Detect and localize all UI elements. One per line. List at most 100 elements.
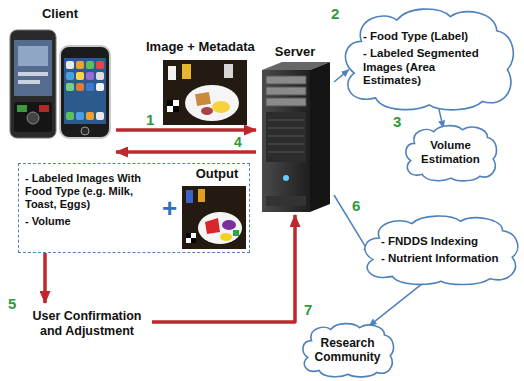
cloud-outline bbox=[360, 214, 522, 286]
segmented-photo-part bbox=[182, 186, 246, 249]
segmented-photo-part bbox=[191, 233, 196, 238]
phone-illustration-part bbox=[18, 80, 40, 84]
text-column: Volume Estimation bbox=[415, 139, 486, 167]
meal-photo-part bbox=[212, 101, 230, 113]
meal-photo-part bbox=[163, 60, 247, 125]
meal-photo-part bbox=[168, 66, 176, 80]
phone-illustration-part bbox=[96, 83, 104, 91]
phone-illustration-part bbox=[66, 61, 74, 69]
text-column: Research Community bbox=[312, 336, 383, 365]
server-illustration-part bbox=[268, 152, 304, 153]
phone-illustration-part bbox=[18, 72, 48, 76]
meal-photo-part bbox=[224, 64, 233, 78]
node-text: - Labeled Segmented Images (Area Estimat… bbox=[363, 47, 495, 88]
meal-photo bbox=[163, 60, 247, 125]
node-text: Server bbox=[258, 44, 332, 60]
meal-photo-part bbox=[182, 64, 191, 79]
plus-sign: + bbox=[162, 195, 177, 221]
callout-number: 3 bbox=[393, 114, 401, 129]
phone-illustration-part bbox=[14, 40, 52, 96]
text-column: Server bbox=[258, 44, 332, 60]
server-illustration-part bbox=[266, 87, 306, 95]
phone-illustration-part bbox=[76, 72, 84, 80]
server-illustration-part bbox=[268, 120, 304, 121]
process-cloud: - FNDDS Indexing - Nutrient Information bbox=[360, 214, 522, 286]
segmented-photo-part bbox=[220, 233, 232, 241]
phone-illustration-part bbox=[60, 46, 110, 138]
phone-illustration-part bbox=[39, 105, 49, 112]
text-column: - FNDDS Indexing - Nutrient Information bbox=[381, 235, 501, 266]
phone-illustration-part bbox=[96, 61, 104, 69]
node-text: Client bbox=[6, 6, 114, 22]
phone-illustration-part bbox=[81, 127, 89, 135]
cloud-outline bbox=[340, 6, 518, 112]
text-column: - Food Type (Label) - Labeled Segmented I… bbox=[363, 30, 495, 88]
cloud-path bbox=[303, 324, 394, 377]
callout-number: 6 bbox=[352, 198, 360, 213]
callout-number: 1 bbox=[146, 112, 154, 127]
cloud-path bbox=[365, 216, 518, 284]
output-box: - Labeled Images With Food Type (e.g. Mi… bbox=[18, 163, 250, 253]
segmented-photo-part bbox=[186, 190, 193, 203]
phone-illustration bbox=[10, 30, 110, 138]
phone-illustration-part bbox=[76, 112, 84, 120]
phone-illustration-part bbox=[66, 83, 74, 91]
phone-illustration-part bbox=[10, 30, 56, 138]
server-illustration-part bbox=[283, 175, 289, 181]
server-illustration-part bbox=[268, 128, 304, 129]
segmented-photo-part bbox=[233, 230, 239, 236]
server-illustration-part bbox=[266, 196, 306, 206]
process-cloud: Volume Estimation bbox=[403, 124, 499, 182]
phone-illustration-part bbox=[27, 112, 39, 124]
server-illustration-part bbox=[266, 76, 306, 84]
node-text: Research Community bbox=[312, 336, 383, 365]
meal-photo-part bbox=[173, 106, 179, 112]
phone-illustration-part bbox=[86, 61, 94, 69]
flow-arrow bbox=[116, 128, 256, 132]
phone-illustration-part bbox=[18, 46, 48, 66]
node-text: - Nutrient Information bbox=[381, 252, 501, 266]
segmented-photo bbox=[182, 186, 246, 249]
flow-arrow bbox=[43, 253, 47, 303]
phone-illustration-part bbox=[17, 105, 27, 112]
meal-photo-part bbox=[185, 85, 239, 121]
node-text: - Volume bbox=[25, 215, 161, 228]
phone-illustration-part bbox=[86, 72, 94, 80]
segmented-photo-part bbox=[186, 238, 191, 243]
process-cloud: - Food Type (Label) - Labeled Segmented I… bbox=[340, 6, 518, 112]
step-text: User Confirmation and Adjustment bbox=[22, 303, 152, 345]
server-illustration-part bbox=[310, 62, 330, 212]
node-text: User Confirmation and Adjustment bbox=[24, 309, 150, 339]
callout-number: 5 bbox=[8, 296, 16, 311]
server-illustration bbox=[262, 62, 330, 212]
meal-photo-part bbox=[167, 100, 173, 106]
server-illustration-part bbox=[268, 144, 304, 145]
phone-illustration-part bbox=[96, 72, 104, 80]
flow-arrow bbox=[369, 282, 425, 326]
flow-arrow bbox=[152, 215, 295, 322]
phone-illustration-part bbox=[14, 102, 52, 132]
flow-arrow bbox=[116, 150, 256, 154]
segmented-photo-part bbox=[191, 238, 196, 243]
phone-illustration-part bbox=[76, 83, 84, 91]
node-text: - FNDDS Indexing bbox=[381, 235, 501, 249]
node-text: Output bbox=[187, 166, 247, 182]
image-caption: Image + Metadata bbox=[146, 40, 254, 53]
node-text: - Food Type (Label) bbox=[363, 30, 495, 44]
server-illustration-part bbox=[266, 112, 306, 162]
phone-illustration-part bbox=[66, 112, 74, 120]
meal-photo-part bbox=[195, 92, 211, 106]
segmented-photo-part bbox=[198, 189, 205, 202]
phone-illustration-part bbox=[86, 112, 94, 120]
flow-arrow bbox=[334, 70, 349, 82]
server-illustration-part bbox=[266, 98, 306, 106]
callout-number: 2 bbox=[331, 6, 339, 21]
process-cloud: Research Community bbox=[300, 322, 396, 378]
meal-photo-part bbox=[167, 106, 173, 112]
segmented-photo-part bbox=[222, 220, 236, 230]
callout-number: 7 bbox=[304, 302, 312, 317]
text-column: User Confirmation and Adjustment bbox=[24, 309, 150, 339]
node-text: - Labeled Images With Food Type (e.g. Mi… bbox=[25, 172, 161, 212]
segmented-photo-part bbox=[198, 212, 242, 244]
